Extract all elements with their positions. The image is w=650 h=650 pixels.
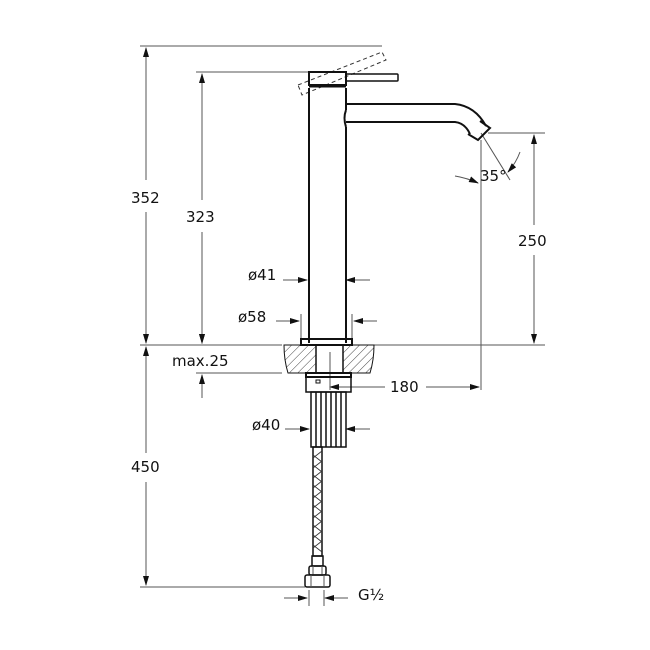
dim-shank-diameter: ø40 [252, 416, 370, 434]
label-323: 323 [186, 208, 215, 226]
handle-open-position [297, 51, 387, 96]
label-35deg: 35° [480, 167, 507, 185]
dim-body-height: 323 [186, 73, 215, 344]
dim-counter-thickness: max.25 [172, 330, 229, 398]
dim-connection-thread: G½ [284, 586, 384, 606]
faucet-body [297, 51, 492, 346]
label-250: 250 [518, 232, 547, 250]
dim-spout-reach: 180 [329, 378, 480, 396]
label-180: 180 [390, 378, 419, 396]
dim-spout-angle: 35° [454, 132, 521, 185]
hose-nut-large [304, 574, 331, 588]
mounting-assembly [304, 372, 352, 588]
hose-nut-small [308, 565, 327, 576]
hose-ferrule [311, 555, 324, 567]
spout-top [346, 103, 487, 127]
label-d40: ø40 [252, 416, 280, 434]
label-g-half: G½ [358, 586, 384, 604]
label-max25: max.25 [172, 352, 229, 370]
braided-hose [312, 446, 323, 557]
label-450: 450 [131, 458, 160, 476]
mounting-nut [305, 376, 352, 393]
label-352: 352 [131, 189, 160, 207]
dim-body-diameter: ø41 [248, 266, 370, 284]
dim-below-counter: 450 [131, 346, 160, 586]
dim-spout-height: 250 [518, 134, 547, 344]
spout-aerator [467, 120, 492, 142]
extension-lines [140, 45, 545, 588]
dim-total-height: 352 [131, 47, 160, 344]
countertop-section [283, 344, 375, 390]
ribbed-shank [310, 391, 347, 448]
handle-lever [345, 73, 399, 82]
dim-base-diameter: ø58 [238, 308, 377, 340]
label-d41: ø41 [248, 266, 276, 284]
label-d58: ø58 [238, 308, 266, 326]
spout-bottom [346, 121, 471, 135]
